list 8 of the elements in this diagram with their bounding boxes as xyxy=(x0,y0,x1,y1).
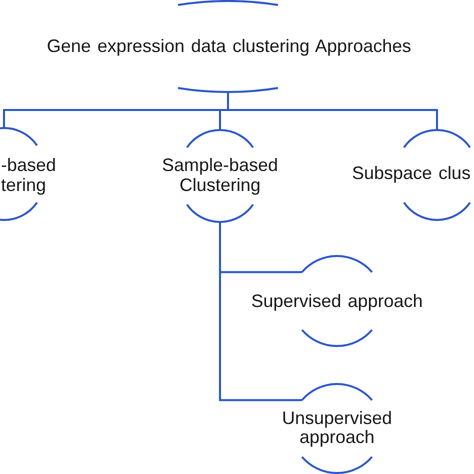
node-label: Unsupervised approach xyxy=(280,409,394,447)
node-label: Sample-based Clustering xyxy=(160,155,280,195)
connector-line xyxy=(227,92,438,130)
node-label: Supervised approach xyxy=(251,291,423,311)
connector-line xyxy=(219,222,302,402)
node-label: Subspace clus xyxy=(352,163,471,183)
node-label: Gene expression data clustering Approaches xyxy=(46,36,412,56)
node-label: -based tering xyxy=(1,155,58,195)
